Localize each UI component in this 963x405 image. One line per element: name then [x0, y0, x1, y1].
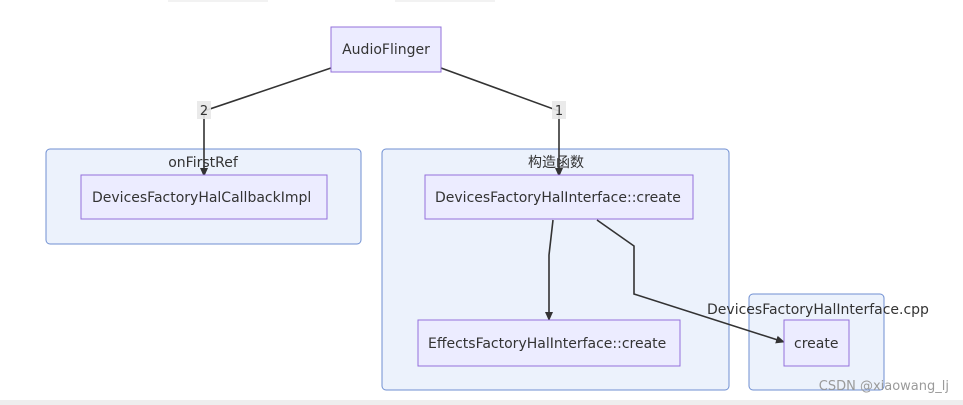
node-create[interactable]: create [783, 319, 850, 367]
top-page-fragment [168, 0, 268, 2]
svg-text:1: 1 [555, 104, 563, 119]
node-devices-factory-hal-interface-create[interactable]: DevicesFactoryHalInterface::create [424, 174, 694, 220]
edge-label-1: 1 [552, 101, 566, 119]
bottom-page-fragment [0, 400, 963, 405]
csdn-watermark: CSDN @xiaowang_lj [819, 379, 949, 394]
top-page-fragment [395, 0, 495, 2]
edge-devices-create-to-create [596, 219, 785, 344]
subgraph-cpp-file-title: DevicesFactoryHalInterface.cpp [707, 302, 929, 318]
node-effects-create-label: EffectsFactoryHalInterface::create [428, 336, 666, 352]
subgraph-constructor-title: 构造函数 [528, 155, 584, 171]
node-audioflinger-label: AudioFlinger [342, 42, 430, 58]
edge-devices-create-to-effects-create [545, 219, 554, 321]
node-devices-create-label: DevicesFactoryHalInterface::create [435, 190, 681, 206]
node-effects-factory-hal-interface-create[interactable]: EffectsFactoryHalInterface::create [417, 319, 681, 367]
node-create-label: create [794, 336, 838, 352]
svg-text:2: 2 [200, 104, 208, 119]
node-devices-factory-hal-callback-impl[interactable]: DevicesFactoryHalCallbackImpl [80, 174, 328, 220]
edge-label-2: 2 [197, 101, 211, 119]
node-audioflinger[interactable]: AudioFlinger [330, 26, 442, 73]
node-callback-impl-label: DevicesFactoryHalCallbackImpl [92, 190, 311, 206]
subgraph-cpp-file: DevicesFactoryHalInterface.cpp [707, 293, 929, 391]
